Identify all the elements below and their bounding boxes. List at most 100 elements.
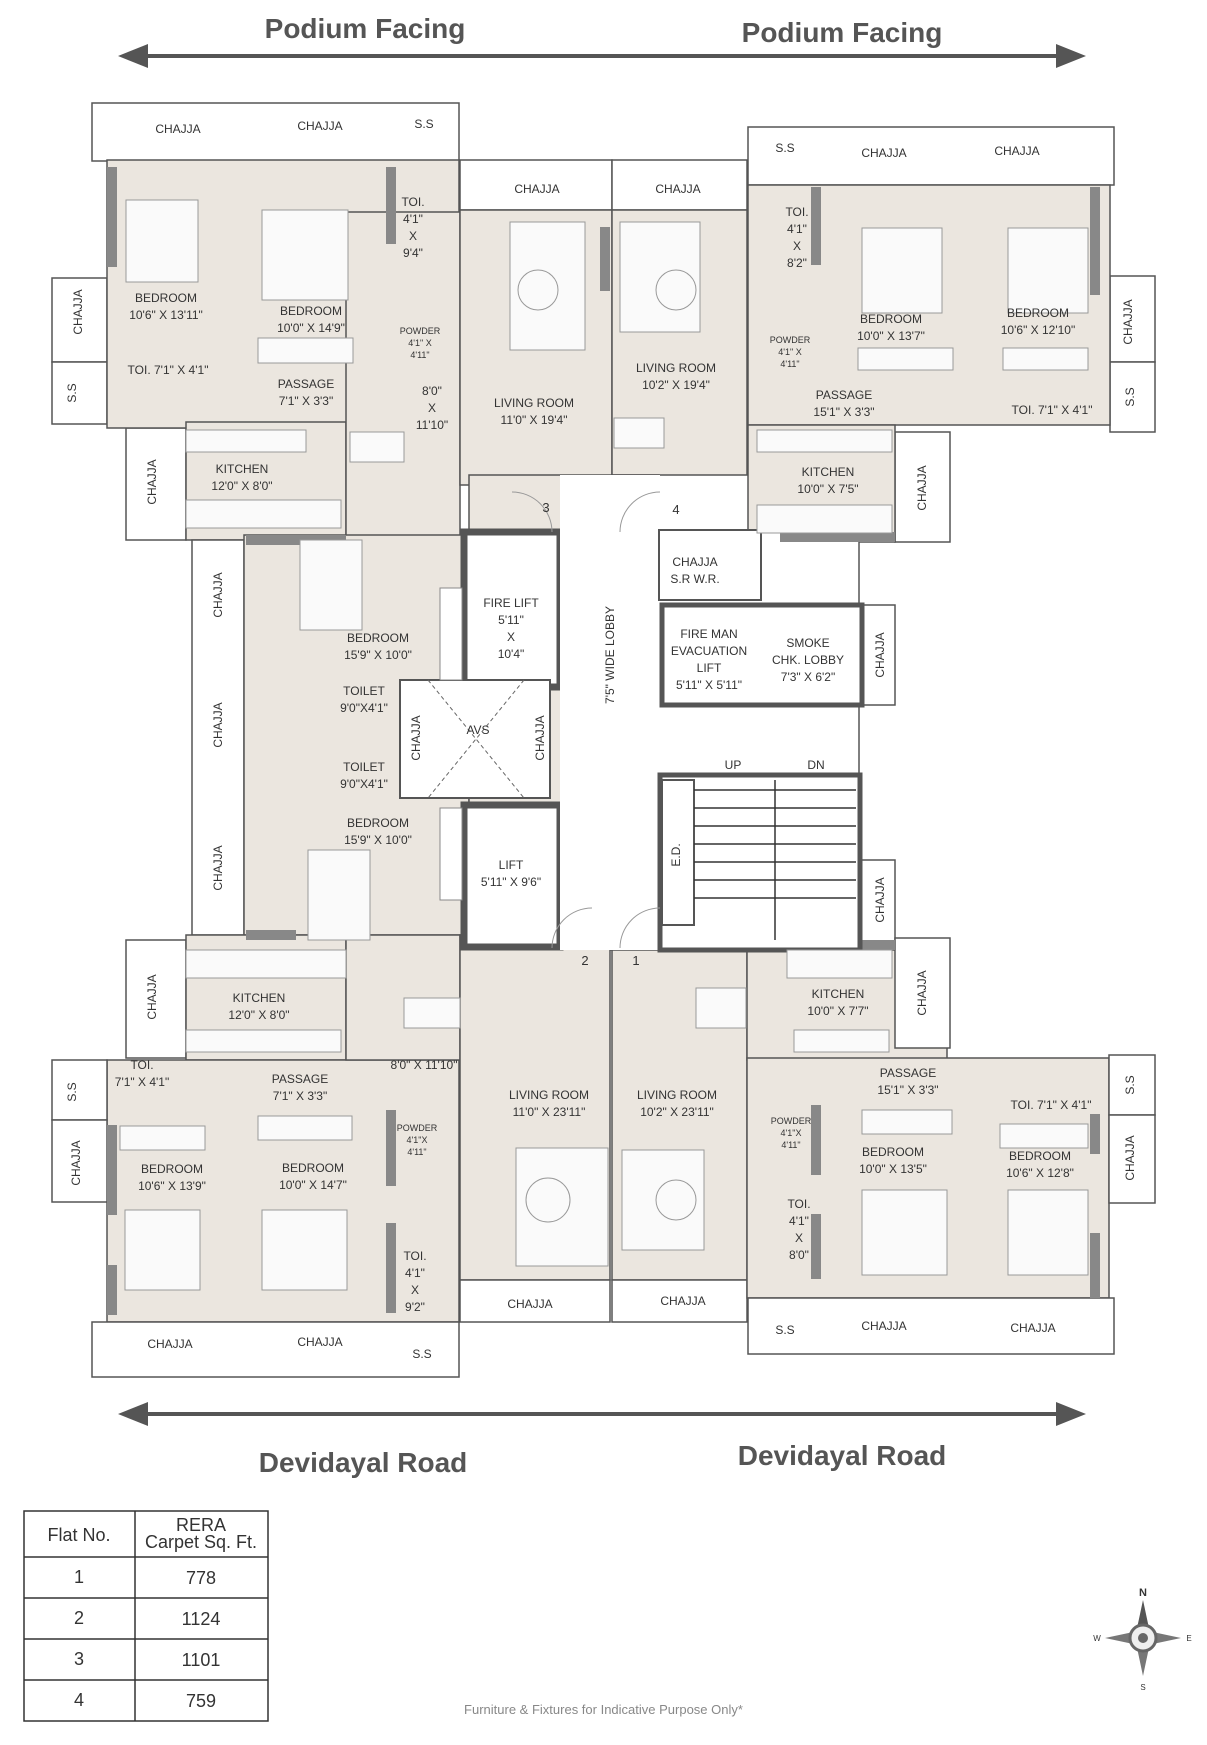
room-label-line: 10'0" X 13'7" (857, 329, 925, 343)
room-label-line: 15'1" X 3'3" (813, 405, 874, 419)
table-cell-area: 778 (186, 1568, 216, 1588)
stair-dn: DN (807, 758, 824, 772)
chajja-label: CHAJJA (69, 1140, 83, 1185)
tr-toi: TOI. (785, 205, 808, 219)
chajja-label: CHAJJA (861, 1319, 906, 1333)
chajja-label: CHAJJA (861, 146, 906, 160)
bl-toi2: TOI. (130, 1058, 153, 1072)
ss-label: S.S (1123, 1075, 1137, 1094)
tl-kitchen: KITCHEN (216, 462, 269, 476)
c-bed1: BEDROOM (347, 631, 409, 645)
c-toilet1: TOILET (343, 684, 385, 698)
compass-w: W (1093, 1634, 1101, 1643)
room-label-line: 7'1" X 3'3" (279, 394, 333, 408)
chajja-label: CHAJJA (915, 465, 929, 510)
tl-dining: 8'0" (422, 384, 442, 398)
flat-number: 2 (581, 953, 588, 968)
ss-label: S.S (414, 117, 433, 131)
footnote: Furniture & Fixtures for Indicative Purp… (464, 1702, 743, 1717)
br-toi2: TOI. 7'1" X 4'1" (1011, 1098, 1092, 1112)
chajja-label: CHAJJA (655, 182, 700, 196)
ss-label: S.S (412, 1347, 431, 1361)
compass-n: N (1139, 1587, 1147, 1599)
room-label-line: 5'11" X 5'11" (676, 678, 742, 692)
br-bed1: BEDROOM (862, 1145, 924, 1159)
room-label-line: 9'2" (405, 1300, 425, 1314)
chajja-label: CHAJJA (297, 119, 342, 133)
room-label-line: 10'0" X 14'7" (279, 1178, 347, 1192)
room-label-line: S.R W.R. (670, 572, 719, 586)
c-bed2: BEDROOM (347, 816, 409, 830)
br-bed2: BEDROOM (1009, 1149, 1071, 1163)
room-label-line: 10'0" X 7'7" (807, 1004, 868, 1018)
room-label-line: 4'11" (780, 359, 799, 369)
room-label-line: 10'6" X 12'8" (1006, 1166, 1074, 1180)
flat-number: 1 (632, 953, 639, 968)
room-label-line: 5'11" X 9'6" (481, 875, 541, 889)
chajja-label: CHAJJA (507, 1297, 552, 1311)
room-label-line: 4'1" (787, 222, 807, 236)
room-label-line: 4'1" (405, 1266, 425, 1280)
chajja-label: CHAJJA (211, 845, 225, 890)
chajja-label: CHAJJA (211, 572, 225, 617)
lift: LIFT (499, 858, 524, 872)
tl-toi2: TOI. 7'1" X 4'1" (128, 363, 209, 377)
room-label-line: 10'2" X 23'11" (640, 1105, 714, 1119)
room-label-line: LIFT (697, 661, 722, 675)
table-header-flat: Flat No. (47, 1525, 110, 1545)
area-table: Flat No. RERA Carpet Sq. Ft. 1 778 2 112… (23, 1510, 269, 1722)
tr-bed2: BEDROOM (1007, 306, 1069, 320)
room-labels: CHAJJA CHAJJA CHAJJA CHAJJA CHAJJA CHAJJ… (65, 117, 1137, 1361)
room-label-line: 4'1"X (407, 1135, 428, 1145)
room-label-line: 8'2" (787, 256, 807, 270)
c-toilet2: TOILET (343, 760, 385, 774)
tl-powder: POWDER (400, 326, 441, 336)
ed-label: E.D. (669, 843, 683, 866)
room-label-line: EVACUATION (671, 644, 747, 658)
heading-top-right: Podium Facing (742, 17, 943, 48)
compass-e: E (1186, 1634, 1191, 1643)
avs-label: AVS (466, 723, 489, 737)
room-label-line: CHK. LOBBY (772, 653, 844, 667)
chajja-label: CHAJJA (409, 715, 423, 760)
room-label-line: 4'11" (410, 350, 429, 360)
table-cell-flat: 3 (74, 1649, 84, 1669)
room-label-line: 9'0"X4'1" (340, 777, 388, 791)
lobby-label: 7'5" WIDE LOBBY (603, 606, 617, 704)
table-cell-area: 1124 (182, 1609, 221, 1629)
tr-passage: PASSAGE (816, 388, 872, 402)
room-label-line: X (793, 239, 801, 253)
room-label-line: 11'0" X 23'11" (513, 1105, 586, 1119)
chajja-label: CHAJJA (873, 632, 887, 677)
br-toi: TOI. (787, 1197, 810, 1211)
chajja-srwr: CHAJJA (672, 555, 717, 569)
table-cell-area: 759 (186, 1691, 216, 1711)
room-label-line: 9'0"X4'1" (340, 701, 388, 715)
room-label-line: 10'0" X 7'5" (797, 482, 858, 496)
ss-label: S.S (1123, 387, 1137, 406)
chajja-label: CHAJJA (155, 122, 200, 136)
room-label-line: 10'4" (498, 647, 525, 661)
room-label-line: 4'1" (403, 212, 423, 226)
room-label-line: 4'1" X (408, 338, 431, 348)
room-label-line: 15'9" X 10'0" (344, 833, 412, 847)
top-arrow (118, 44, 1086, 68)
room-label-line: X (411, 1283, 419, 1297)
chajja-label: CHAJJA (145, 459, 159, 504)
chajja-label: CHAJJA (1121, 299, 1135, 344)
table-cell-area: 1101 (182, 1650, 221, 1670)
table-header-area-2: Carpet Sq. Ft. (145, 1532, 257, 1552)
heading-bottom-right: Devidayal Road (738, 1440, 947, 1471)
chajja-label: CHAJJA (145, 974, 159, 1019)
tr-powder: POWDER (770, 335, 811, 345)
chajja-label: CHAJJA (660, 1294, 705, 1308)
stair-up: UP (725, 758, 742, 772)
room-label-line: 10'6" X 12'10" (1001, 323, 1076, 337)
ss-label: S.S (775, 1323, 794, 1337)
chajja-label: CHAJJA (994, 144, 1039, 158)
heading-bottom-left: Devidayal Road (259, 1447, 468, 1478)
room-label-line: 15'9" X 10'0" (344, 648, 412, 662)
bl-powder: POWDER (397, 1123, 438, 1133)
room-label-line: 7'1" X 4'1" (115, 1075, 169, 1089)
